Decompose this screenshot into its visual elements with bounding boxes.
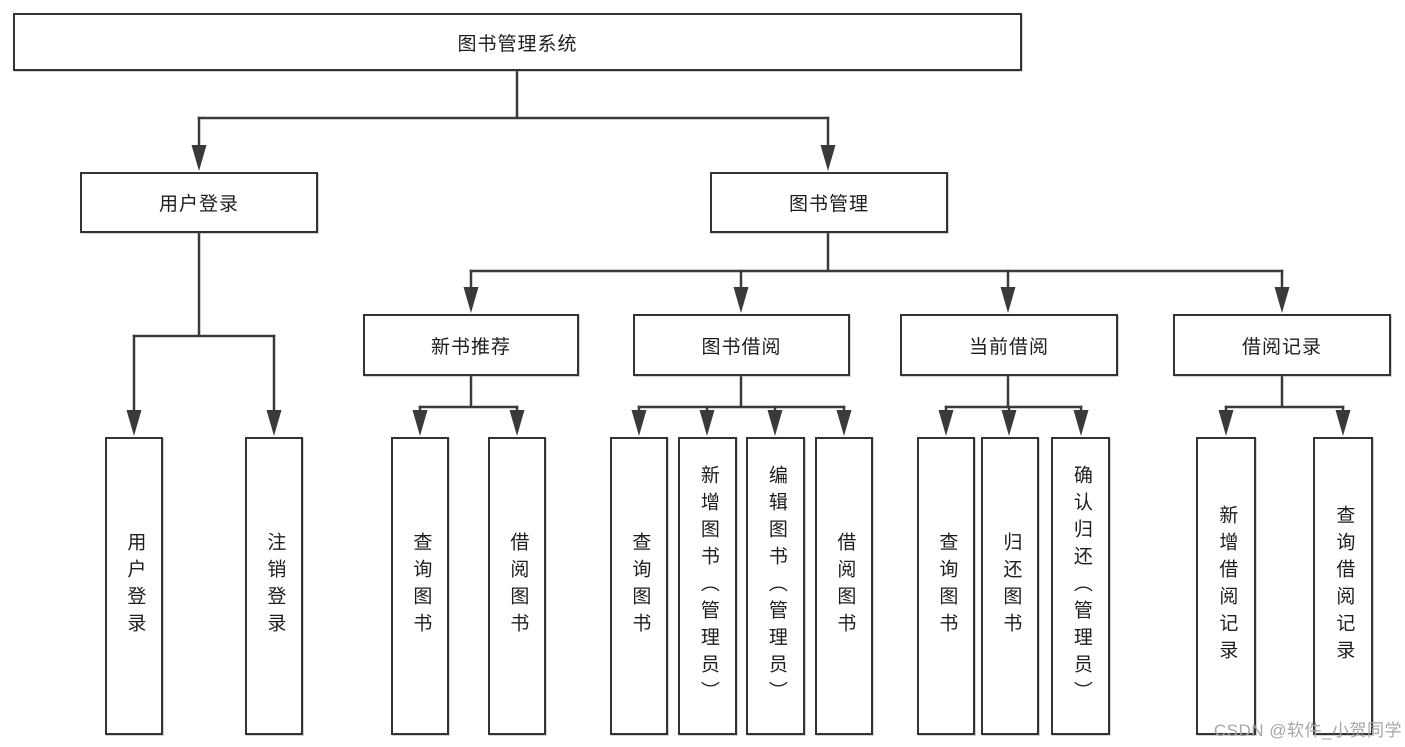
- node-current-borrow: 当前借阅: [900, 314, 1118, 376]
- leaf-return-books: 归还图书: [981, 437, 1039, 735]
- node-label: 用户登录: [124, 532, 146, 640]
- leaf-query-books-borrow: 查询图书: [610, 437, 668, 735]
- node-label: 图书管理: [788, 194, 869, 215]
- node-label: 查询借阅记录: [1333, 505, 1355, 667]
- node-label: 新增图书（管理员）: [697, 464, 719, 708]
- leaf-query-books-recommend: 查询图书: [391, 437, 449, 735]
- leaf-add-borrow-record: 新增借阅记录: [1196, 437, 1256, 735]
- leaf-confirm-return-admin: 确认归还（管理员）: [1051, 437, 1110, 735]
- leaf-logout: 注销登录: [245, 437, 303, 735]
- node-label: 新增借阅记录: [1216, 505, 1238, 667]
- node-label: 查询图书: [410, 532, 432, 640]
- node-label: 确认归还（管理员）: [1070, 464, 1092, 708]
- node-label: 查询图书: [936, 532, 958, 640]
- node-label: 借阅图书: [507, 532, 529, 640]
- node-label: 新书推荐: [430, 336, 511, 358]
- node-user-login-branch: 用户登录: [80, 172, 318, 233]
- node-label: 编辑图书（管理员）: [765, 464, 787, 708]
- node-label: 查询图书: [629, 532, 651, 640]
- node-label: 当前借阅: [968, 336, 1049, 358]
- leaf-borrow-books-recommend: 借阅图书: [488, 437, 546, 735]
- leaf-borrow-books: 借阅图书: [815, 437, 873, 735]
- node-new-book-recommend: 新书推荐: [363, 314, 579, 376]
- node-label: 借阅图书: [834, 532, 856, 640]
- node-book-management: 图书管理: [710, 172, 948, 233]
- node-label: 图书管理系统: [457, 33, 578, 55]
- node-root-library-system: 图书管理系统: [13, 13, 1022, 71]
- leaf-edit-books-admin: 编辑图书（管理员）: [746, 437, 805, 735]
- node-label: 注销登录: [264, 532, 286, 640]
- leaf-query-borrow-record: 查询借阅记录: [1313, 437, 1373, 735]
- leaf-user-login: 用户登录: [105, 437, 163, 735]
- node-book-borrow: 图书借阅: [633, 314, 850, 376]
- node-label: 借阅记录: [1241, 336, 1322, 358]
- node-label: 用户登录: [158, 194, 239, 215]
- leaf-add-books-admin: 新增图书（管理员）: [678, 437, 737, 735]
- csdn-watermark: CSDN @软件_小贺同学: [1213, 721, 1402, 740]
- node-label: 图书借阅: [701, 336, 782, 358]
- node-borrow-records: 借阅记录: [1173, 314, 1391, 376]
- leaf-query-books-current: 查询图书: [917, 437, 975, 735]
- node-label: 归还图书: [1000, 532, 1022, 640]
